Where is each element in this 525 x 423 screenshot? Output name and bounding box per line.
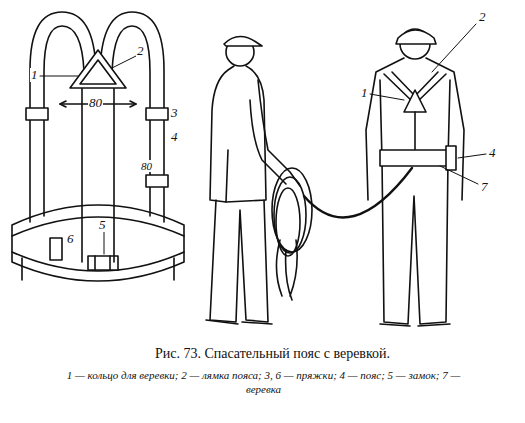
callout-number: 1	[30, 68, 39, 82]
callout-number: 4	[170, 130, 179, 144]
callout-number: 4	[488, 146, 497, 160]
rope	[304, 168, 412, 217]
callout-number: 6	[66, 232, 75, 246]
dimension-label: 80	[88, 96, 103, 110]
figure-caption: Рис. 73. Спасательный пояс с веревкой.	[154, 346, 391, 361]
man-in-belt	[366, 29, 464, 326]
callout-number: 7	[480, 180, 489, 194]
callout-number: 2	[136, 44, 145, 58]
belt	[12, 205, 184, 281]
man-with-rope	[206, 36, 312, 324]
leader-lines	[40, 24, 486, 254]
callout-number: 5	[98, 218, 107, 232]
callout-number: 3	[170, 106, 179, 120]
callout-number: 2	[478, 10, 487, 24]
dimension-label: 80	[140, 160, 153, 172]
harness-straps	[26, 12, 168, 262]
legend-text: 1 — кольцо для веревки; 2 — лямка пояса;…	[50, 368, 477, 397]
callout-number: 1	[360, 86, 369, 100]
